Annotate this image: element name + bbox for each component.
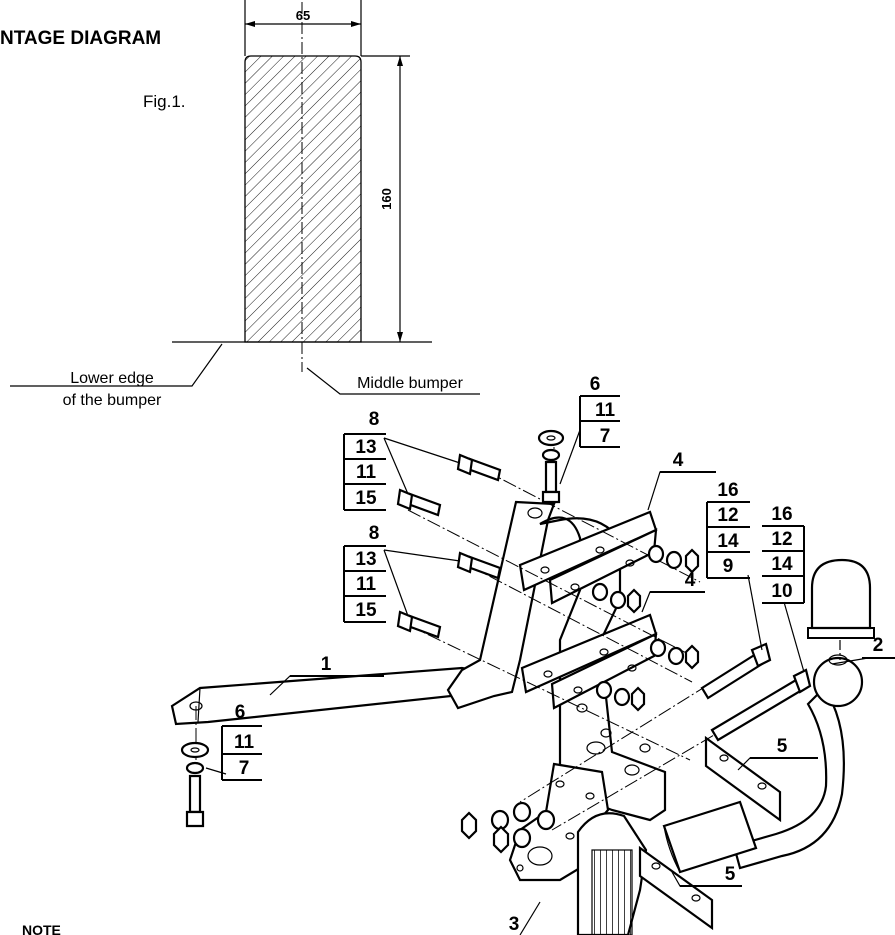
part-numbers: 1 2 3 4 4 5 5: [290, 450, 895, 935]
lower-edge-label-2: of the bumper: [63, 392, 162, 409]
callout-right-a: 16 12 14 9: [706, 480, 750, 579]
callout-right-a-4: 9: [723, 556, 734, 577]
callout-lower-bolts-3: 11: [356, 574, 377, 595]
mounting-area: 65 160: [10, 0, 480, 395]
callout-lower-bolts-1: 8: [369, 523, 380, 544]
part-1: 1: [321, 654, 332, 675]
middle-bumper-label: Middle bumper: [357, 375, 464, 392]
callout-bottom-left-1: 6: [235, 702, 246, 723]
towbar-assembly: [170, 429, 875, 935]
part-3: 3: [509, 914, 520, 935]
callout-right-b-3: 14: [771, 554, 793, 575]
callout-right-b-4: 10: [771, 581, 792, 602]
callout-upper-bolts: 8 13 11 15: [343, 409, 386, 511]
callout-top-center-1: 6: [590, 374, 601, 395]
part-2: 2: [873, 635, 884, 656]
callout-upper-bolts-2: 13: [355, 437, 376, 458]
callout-upper-bolts-4: 15: [355, 488, 377, 509]
callout-right-a-3: 14: [717, 531, 739, 552]
part-5b: 5: [725, 864, 736, 885]
callout-top-center-2: 11: [595, 400, 616, 421]
callout-bottom-left-2: 11: [234, 732, 255, 753]
callout-right-b: 16 12 14 10: [762, 504, 805, 604]
callout-top-center-3: 7: [600, 426, 611, 447]
width-dimension: 65: [296, 8, 310, 23]
part-4b: 4: [685, 570, 696, 591]
callout-right-a-1: 16: [717, 480, 738, 501]
callout-top-center: 6 11 7: [579, 374, 620, 448]
callout-right-a-2: 12: [717, 505, 738, 526]
diagram-title: NTAGE DIAGRAM: [0, 28, 161, 49]
part-4a: 4: [673, 450, 684, 471]
callout-upper-bolts-3: 11: [356, 462, 377, 483]
callout-lower-bolts-2: 13: [355, 549, 376, 570]
note-label: NOTE: [22, 922, 61, 935]
callout-bottom-left: 6 11 7: [221, 702, 262, 781]
callout-bottom-left-3: 7: [239, 758, 250, 779]
callout-lower-bolts-4: 15: [355, 600, 377, 621]
lower-edge-label-1: Lower edge: [70, 370, 154, 387]
callout-right-b-1: 16: [771, 504, 792, 525]
figure-label: Fig.1.: [143, 92, 186, 111]
part-5a: 5: [777, 736, 788, 757]
callout-upper-bolts-1: 8: [369, 409, 380, 430]
callout-lower-bolts: 8 13 11 15: [343, 523, 386, 623]
height-dimension: 160: [379, 188, 394, 210]
callout-right-b-2: 12: [771, 529, 792, 550]
